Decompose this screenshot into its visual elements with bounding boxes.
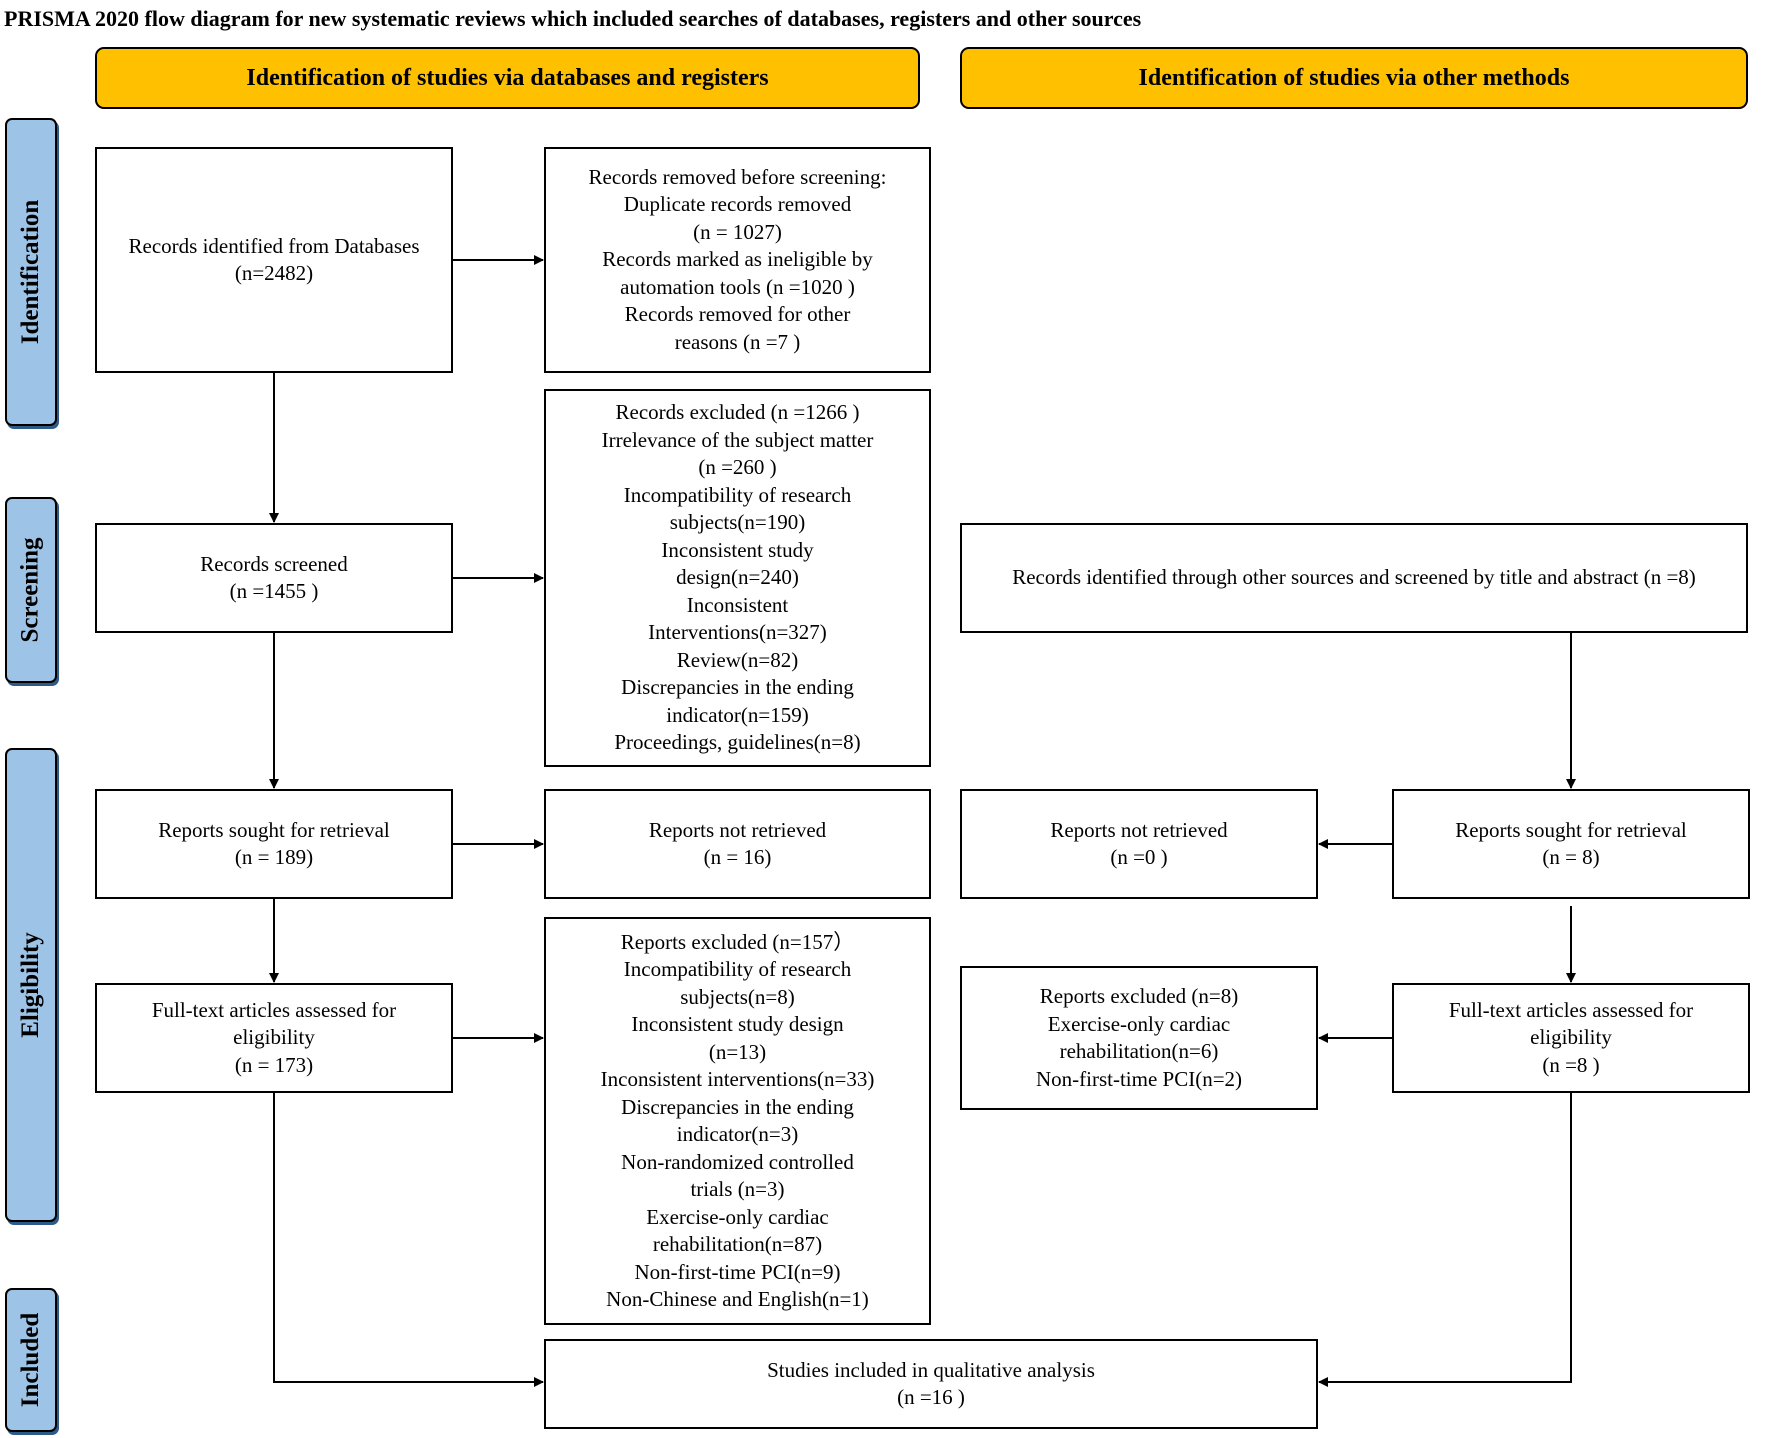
reports-excluded-db-line: Non-Chinese and English(n=1) — [606, 1287, 869, 1311]
reports-not-retrieved-db-line: (n = 16) — [703, 845, 772, 869]
records-excluded-line: Records excluded (n =1266 ) — [615, 400, 860, 425]
other-sources-box: Records identified through other sources… — [960, 523, 1748, 633]
reports-excluded-other-line: rehabilitation(n=6) — [1059, 1039, 1219, 1063]
reports-excluded-db-line: indicator(n=3) — [676, 1122, 799, 1146]
records-removed-line: Records removed before screening: — [588, 164, 887, 189]
records-screened-line: Records screened — [200, 551, 348, 576]
reports-excluded-db-box: Reports excluded (n=157） Incompatibility … — [544, 917, 931, 1325]
records-excluded-box: Records excluded (n =1266 )Irrelevance o… — [544, 389, 931, 767]
records-excluded-line: Inconsistent — [686, 592, 789, 617]
records-identified-line: Records identified from Databases — [128, 233, 420, 258]
studies-included-line: Studies included in qualitative analysis — [767, 1357, 1095, 1382]
records-excluded-line: design(n=240) — [676, 565, 799, 590]
reports-sought-other-box: Reports sought for retrieval (n = 8) — [1392, 789, 1750, 899]
fulltext-other-line: eligibility — [1530, 1025, 1612, 1050]
records-identified-box: Records identified from Databases (n=2482… — [95, 147, 453, 373]
studies-included-box: Studies included in qualitative analysis… — [544, 1339, 1318, 1429]
records-excluded-line: Incompatibility of research — [623, 482, 852, 507]
reports-not-retrieved-other-line: (n =0 ) — [1110, 845, 1168, 869]
fulltext-other-line: Full-text articles assessed for — [1448, 997, 1694, 1022]
fulltext-other-line: (n =8 ) — [1542, 1052, 1600, 1077]
reports-sought-other-line: Reports sought for retrieval — [1455, 817, 1687, 842]
reports-excluded-db-line: rehabilitation(n=87) — [652, 1232, 823, 1256]
header-other-methods: Identification of studies via other meth… — [960, 47, 1748, 109]
reports-excluded-db-line: Exercise-only cardiac — [646, 1204, 829, 1229]
reports-excluded-db-line: Non-randomized controlled — [621, 1149, 854, 1174]
reports-sought-db-line: Reports sought for retrieval — [158, 817, 390, 842]
records-removed-line: Duplicate records removed — [623, 192, 852, 217]
fulltext-db-line: Full-text articles assessed for — [151, 997, 397, 1022]
records-excluded-line: Inconsistent study — [661, 537, 814, 562]
arrow-fulltext-other-to-included — [1318, 1093, 1572, 1387]
stage-included: Included — [5, 1288, 57, 1432]
header-databases: Identification of studies via databases … — [95, 47, 920, 109]
records-excluded-line: Interventions(n=327) — [648, 620, 827, 645]
reports-excluded-db-line: subjects(n=8) — [680, 984, 795, 1009]
records-removed-line: (n = 1027) — [693, 219, 782, 244]
reports-not-retrieved-other-box: Reports not retrieved (n =0 ) — [960, 789, 1318, 899]
reports-excluded-db-line: Reports excluded (n=157） — [620, 929, 855, 954]
reports-excluded-db-line: Incompatibility of research — [623, 957, 852, 981]
diagram-title: PRISMA 2020 flow diagram for new systema… — [4, 6, 1142, 31]
studies-included-line: (n =16 ) — [897, 1385, 965, 1409]
records-identified-line: (n=2482) — [234, 261, 314, 285]
arrow-fulltext-db-to-included — [273, 1093, 544, 1387]
records-excluded-line: indicator(n=159) — [666, 702, 809, 727]
records-excluded-line: Discrepancies in the ending — [621, 675, 854, 700]
records-removed-box: Records removed before screening: Duplica… — [544, 147, 931, 373]
reports-excluded-db-line: Inconsistent interventions(n=33) — [600, 1067, 875, 1091]
other-sources-line: Records identified through other sources… — [1012, 565, 1696, 590]
stage-identification: Identification — [5, 118, 57, 426]
records-excluded-line: (n =260 ) — [698, 455, 777, 480]
stage-screening: Screening — [5, 497, 57, 683]
reports-sought-db-line: (n = 189) — [234, 845, 314, 869]
records-excluded-line: Proceedings, guidelines(n=8) — [614, 730, 861, 755]
records-excluded-line: subjects(n=190) — [669, 510, 806, 535]
reports-excluded-other-line: Non-first-time PCI(n=2) — [1035, 1066, 1243, 1091]
fulltext-db-box: Full-text articles assessed for eligibili… — [95, 983, 453, 1093]
reports-sought-db-box: Reports sought for retrieval (n = 189) — [95, 789, 453, 899]
records-screened-box: Records screened (n =1455 ) — [95, 523, 453, 633]
records-removed-line: Records marked as ineligible by — [602, 247, 873, 272]
records-excluded-line: Irrelevance of the subject matter — [601, 427, 874, 452]
reports-excluded-db-line: Non-first-time PCI(n=9) — [634, 1259, 841, 1284]
reports-not-retrieved-db-line: Reports not retrieved — [648, 817, 827, 842]
records-excluded-line: Review(n=82) — [676, 647, 799, 672]
stage-eligibility: Eligibility — [5, 748, 57, 1222]
fulltext-db-line: eligibility — [233, 1025, 315, 1050]
reports-excluded-other-line: Exercise-only cardiac — [1047, 1011, 1231, 1036]
records-removed-line: reasons (n =7 ) — [674, 329, 801, 354]
records-removed-line: Records removed for other — [624, 302, 851, 327]
reports-excluded-db-line: (n=13) — [708, 1039, 767, 1064]
reports-excluded-db-line: Inconsistent study design — [631, 1012, 844, 1036]
reports-excluded-other-line: Reports excluded (n=8) — [1039, 984, 1239, 1008]
records-screened-line: (n =1455 ) — [229, 579, 319, 603]
records-removed-line: automation tools (n =1020 ) — [620, 274, 855, 299]
reports-excluded-db-line: Discrepancies in the ending — [621, 1094, 854, 1119]
reports-not-retrieved-db-box: Reports not retrieved (n = 16) — [544, 789, 931, 899]
reports-excluded-other-box: Reports excluded (n=8) Exercise-only card… — [960, 966, 1318, 1110]
fulltext-other-box: Full-text articles assessed for eligibili… — [1392, 983, 1750, 1093]
reports-excluded-db-line: trials (n=3) — [690, 1177, 785, 1201]
reports-sought-other-line: (n = 8) — [1542, 845, 1600, 869]
reports-not-retrieved-other-line: Reports not retrieved — [1050, 817, 1228, 842]
fulltext-db-line: (n = 173) — [234, 1052, 314, 1077]
